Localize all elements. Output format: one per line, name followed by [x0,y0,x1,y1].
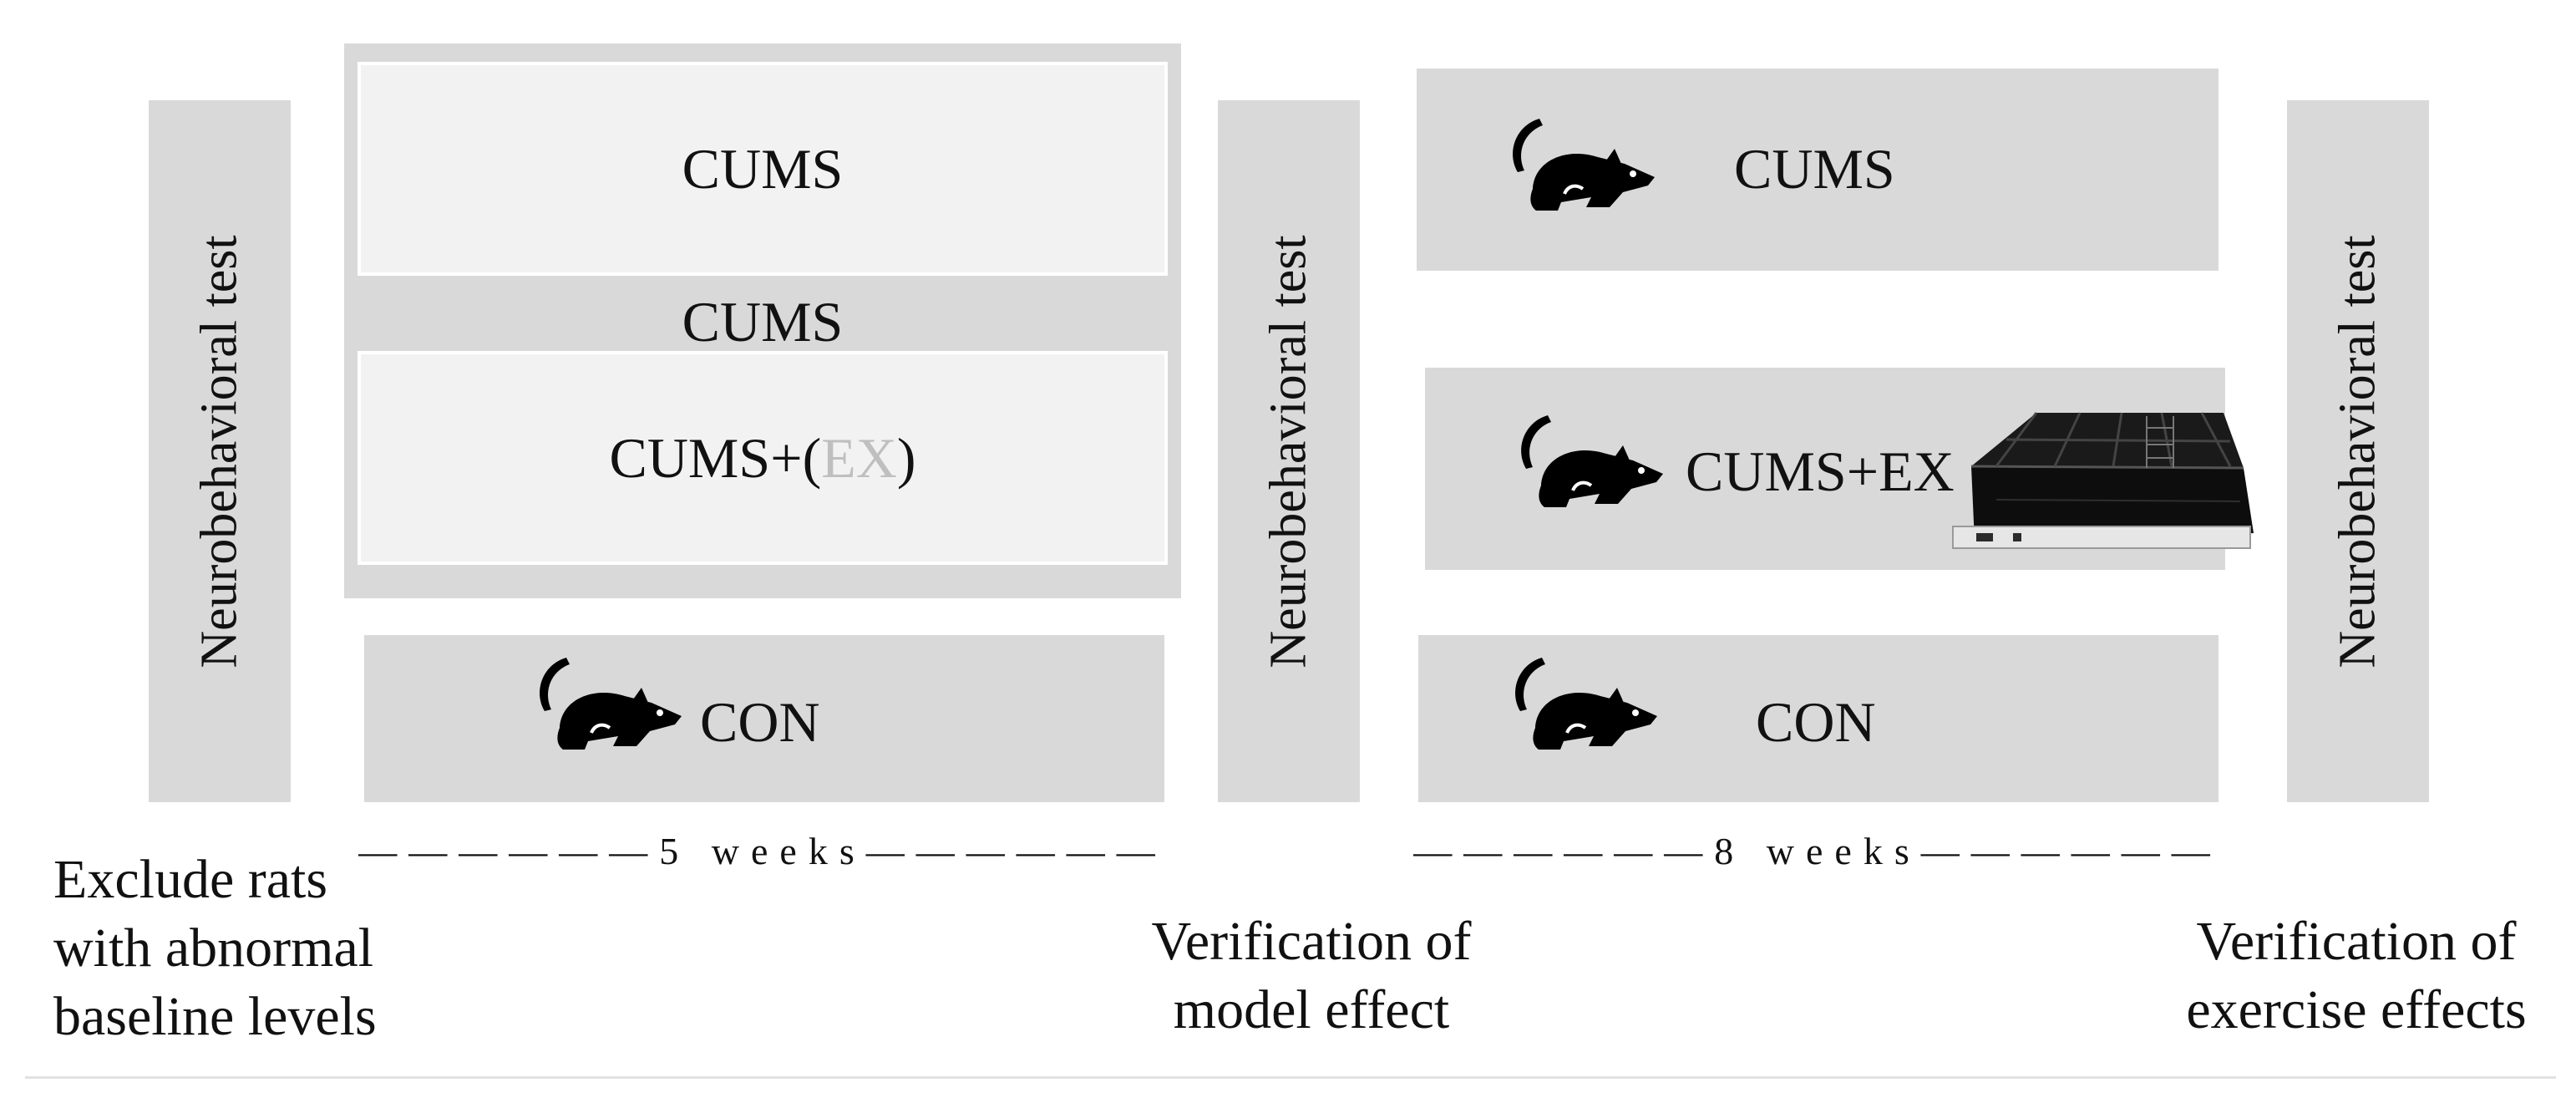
rat-icon [1499,109,1658,213]
caption-right: Verification of exercise effects [2152,907,2561,1045]
phase2-con-label: CON [1756,690,1876,754]
neurobehavioral-test-bar-middle: Neurobehavioral test [1218,100,1360,802]
caption-line: model effect [1173,979,1450,1040]
phase1-cums-box: CUMS [357,62,1168,276]
phase1-cums-ex-box: CUMS+(EX) [357,351,1168,565]
phase2-duration-wrap: ——————8 weeks—————— [1413,826,2219,876]
caption-line: baseline levels [53,986,377,1047]
bottom-divider [25,1076,2556,1079]
caption-line: exercise effects [2186,979,2527,1040]
caption-line: Verification of [1151,911,1472,972]
phase1-cums-label: CUMS [682,136,844,201]
neurobehavioral-test-bar-left: Neurobehavioral test [149,100,291,802]
phase1-con-box [364,635,1164,802]
caption-middle: Verification of model effect [1111,907,1512,1045]
caption-line: Exclude rats [53,849,328,910]
label-prefix: CUMS+( [609,425,822,490]
bar-label: Neurobehavioral test [1260,234,1317,668]
phase1-outer-label: CUMS [682,289,844,353]
bar-label: Neurobehavioral test [2329,234,2386,668]
caption-line: with abnormal [53,918,374,979]
rat-icon [1508,405,1666,510]
rat-icon [1502,648,1661,752]
duration-8-weeks: ——————8 weeks—————— [1413,829,2222,872]
caption-left: Exclude rats with abnormal baseline leve… [53,846,377,1051]
label-ex-faded: EX [821,425,897,490]
phase2-cums-label: CUMS [1734,137,1895,201]
phase1-con-label: CON [700,690,820,754]
phase1-outer-label-wrap: CUMS [357,284,1168,359]
treadmill-icon [1946,408,2257,564]
neurobehavioral-test-bar-right: Neurobehavioral test [2287,100,2429,802]
phase1-duration-wrap: ——————5 weeks—————— [344,826,1181,876]
caption-line: Verification of [2196,911,2517,972]
phase2-cums-ex-label: CUMS+EX [1686,440,1955,503]
bar-label: Neurobehavioral test [190,234,248,668]
phase1-cums-ex-label: CUMS+(EX) [609,425,915,491]
label-suffix: ) [896,425,916,490]
rat-icon [526,648,685,752]
duration-5-weeks: ——————5 weeks—————— [358,829,1167,872]
